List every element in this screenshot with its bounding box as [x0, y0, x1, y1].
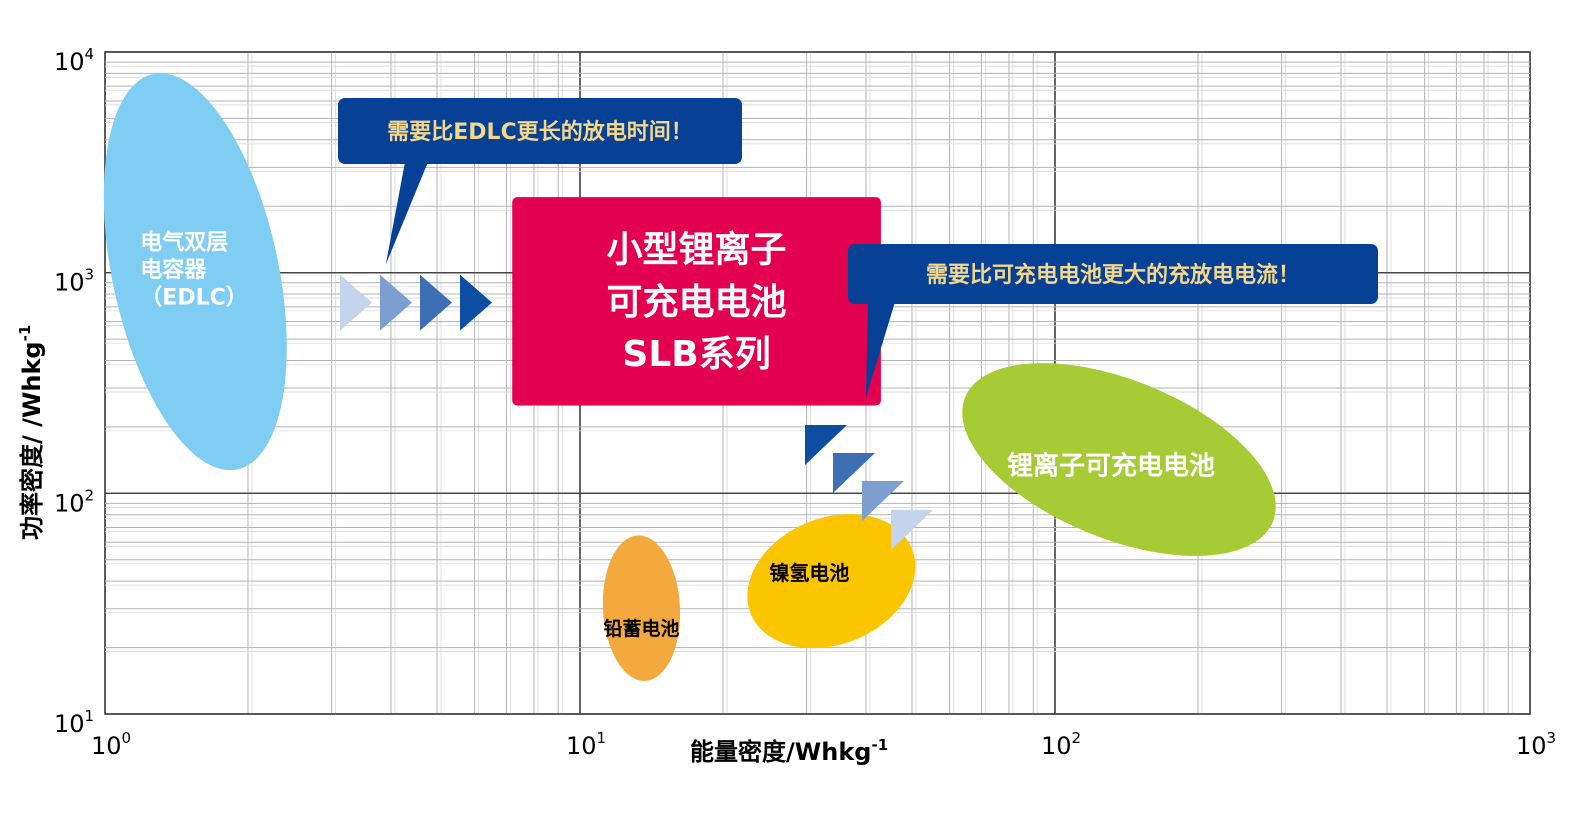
region-li-ion	[962, 363, 1276, 556]
chevron-right-arrow	[340, 274, 372, 331]
callout-pointer	[865, 302, 895, 398]
chevron-diagonal-arrow	[833, 453, 875, 493]
region-nimh	[747, 514, 916, 649]
region-label-edlc: 电气双层	[140, 229, 228, 255]
x-axis-title: 能量密度/Whkg-1	[690, 736, 888, 766]
chevron-diagonal-arrow	[805, 425, 847, 465]
callout-pointer	[385, 162, 428, 265]
y-tick-label: 103	[54, 266, 94, 297]
regions	[103, 73, 1276, 681]
region-label-slb: 小型锂离子	[607, 230, 787, 271]
y-axis-title: 功率密度/ /Whkg-1	[16, 325, 46, 540]
chevron-right-arrow	[420, 274, 452, 331]
callout-text: 需要比可充电电池更大的充放电电流！	[926, 262, 1300, 288]
region-label-edlc: （EDLC）	[140, 285, 247, 310]
x-tick-label: 101	[566, 729, 606, 760]
chevron-diagonal-arrow	[891, 510, 933, 550]
region-label-lead-acid: 铅蓄电池	[603, 617, 679, 640]
region-label-slb: 可充电电池	[607, 282, 787, 323]
y-tick-label: 104	[54, 45, 94, 76]
callout-text: 需要比EDLC更长的放电时间！	[387, 119, 692, 145]
chevron-diagonal-arrow	[862, 481, 904, 521]
callouts: 需要比EDLC更长的放电时间！ 需要比可充电电池更大的充放电电流！	[338, 98, 1378, 398]
callout-box	[848, 244, 1378, 304]
region-edlc	[103, 73, 287, 471]
chevron-right-arrow	[380, 274, 412, 331]
chevron-right-arrow	[460, 274, 492, 331]
region-label-slb: SLB系列	[622, 334, 770, 375]
y-tick-label: 101	[54, 707, 94, 738]
region-lead-acid	[602, 535, 681, 681]
region-label-nimh: 镍氢电池	[769, 561, 849, 585]
region-slb	[512, 197, 881, 406]
callout-box	[338, 98, 742, 164]
axis-titles: 能量密度/Whkg-1 功率密度/ /Whkg-1	[16, 325, 888, 766]
x-tick-label: 100	[91, 729, 131, 760]
y-tick-label: 102	[54, 486, 94, 517]
arrows	[340, 274, 933, 550]
x-tick-label: 102	[1041, 729, 1081, 760]
region-label-li-ion: 锂离子可充电电池	[1007, 451, 1215, 482]
x-tick-label: 103	[1516, 729, 1556, 760]
region-label-edlc: 电容器	[140, 257, 207, 283]
